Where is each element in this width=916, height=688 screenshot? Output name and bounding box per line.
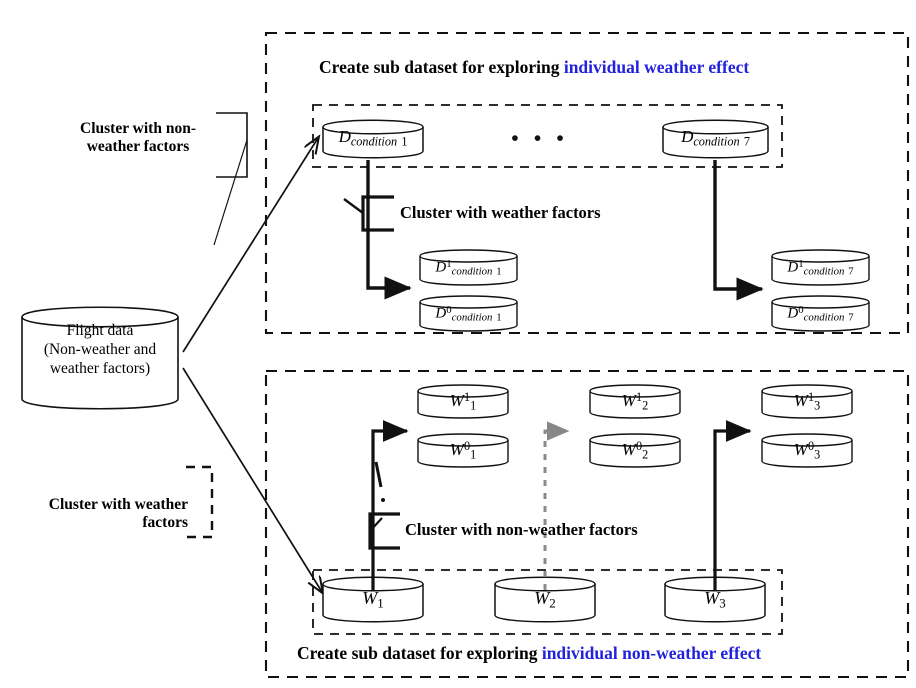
weather-2-control-cylinder — [589, 433, 681, 468]
condition-dataset-7-label: Dcondition 7 — [681, 126, 750, 149]
callout-cluster-weather-left-line1: Cluster with weather — [48, 496, 188, 513]
weather-1-control-label: W01 — [449, 439, 477, 462]
weather-cluster-2-cylinder — [494, 576, 596, 623]
condition-dataset-1-cylinder — [322, 119, 424, 159]
connector-w3-to-splits — [713, 420, 752, 590]
weather-cluster-1-cylinder — [322, 576, 424, 623]
weather-3-control-cylinder — [761, 433, 853, 468]
callout-cluster-non-weather-inner-text: Cluster with non-weather factors — [405, 520, 638, 539]
condition-7-treated-label: D1condition 7 — [787, 258, 854, 278]
condition-dataset-1-label: Dcondition 1 — [338, 126, 408, 149]
condition-dataset-7-cylinder — [662, 119, 769, 159]
weather-1-treated-cylinder — [417, 384, 509, 419]
callout-cluster-weather-inner: Cluster with weather factors — [400, 203, 601, 222]
bottom-section-title-prefix: Create sub dataset for exploring — [297, 643, 542, 663]
connector-w2-to-splits-dashed — [543, 421, 570, 590]
flight-data-cylinder — [21, 306, 179, 410]
bracket-cluster-weather-left — [186, 465, 214, 539]
weather-row-container — [312, 569, 783, 635]
bottom-section-title-highlight: individual non-weather effect — [541, 643, 762, 663]
callout-cluster-non-weather-left-line1: Cluster with non- — [80, 120, 196, 137]
condition-1-control-label: D0condition 1 — [435, 304, 502, 324]
bottom-section-title: Create sub dataset for exploring individ… — [297, 643, 761, 664]
connector-w1-to-splits — [371, 420, 409, 590]
callout-cluster-weather-left-line2: factors — [142, 514, 188, 532]
top-section-title-prefix: Create sub dataset for exploring — [319, 57, 564, 77]
weather-3-treated-cylinder — [761, 384, 853, 419]
callout-cluster-weather-left: Cluster with weather factors — [28, 496, 188, 533]
condition-ellipsis: • • • — [505, 126, 575, 151]
top-section-title-highlight: individual weather effect — [563, 57, 750, 77]
weather-2-treated-cylinder — [589, 384, 681, 419]
connector-condition1-to-splits — [366, 160, 412, 300]
condition-1-treated-cylinder — [419, 249, 518, 286]
condition-7-control-label: D0condition 7 — [787, 304, 854, 324]
flight-data-line2: (Non-weather and — [43, 340, 157, 358]
arrow-source-to-bottom — [182, 367, 322, 592]
condition-ellipsis-text: • • • — [511, 126, 569, 150]
callout-cluster-weather-inner-text: Cluster with weather factors — [400, 203, 601, 222]
flight-data-line3: weather factors) — [49, 359, 151, 377]
bracket-cluster-non-weather — [213, 112, 248, 246]
weather-cluster-3-label: W3 — [704, 588, 726, 611]
weather-3-control-label: W03 — [793, 439, 821, 462]
weather-2-control-label: W02 — [621, 439, 649, 462]
bracket-cluster-non-weather-inner — [368, 512, 400, 550]
weather-cluster-2-label: W2 — [534, 588, 556, 611]
weather-2-treated-label: W12 — [621, 390, 649, 413]
weather-3-treated-label: W13 — [793, 390, 821, 413]
callout-cluster-non-weather-left-line2: weather factors — [86, 138, 190, 156]
callout-cluster-non-weather-inner: Cluster with non-weather factors — [405, 520, 638, 539]
callout-cluster-non-weather-left: Cluster with non- weather factors — [58, 120, 218, 157]
vertical-ellipsis-mark — [374, 461, 385, 502]
flight-data-label: Flight data (Non-weather and weather fac… — [18, 322, 182, 379]
condition-7-control-cylinder — [771, 295, 870, 332]
weather-cluster-1-label: W1 — [362, 588, 384, 611]
connector-condition7-to-splits — [713, 160, 764, 301]
condition-1-control-cylinder — [419, 295, 518, 332]
arrow-source-to-top — [182, 138, 318, 353]
weather-1-control-cylinder — [417, 433, 509, 468]
top-section-title: Create sub dataset for exploring individ… — [319, 57, 749, 78]
weather-1-treated-label: W11 — [449, 390, 477, 413]
top-section-container — [264, 31, 910, 335]
condition-1-treated-label: D1condition 1 — [435, 258, 502, 278]
bracket-cluster-weather-inner — [343, 195, 394, 232]
condition-7-treated-cylinder — [771, 249, 870, 286]
flight-data-line1: Flight data — [66, 322, 134, 339]
